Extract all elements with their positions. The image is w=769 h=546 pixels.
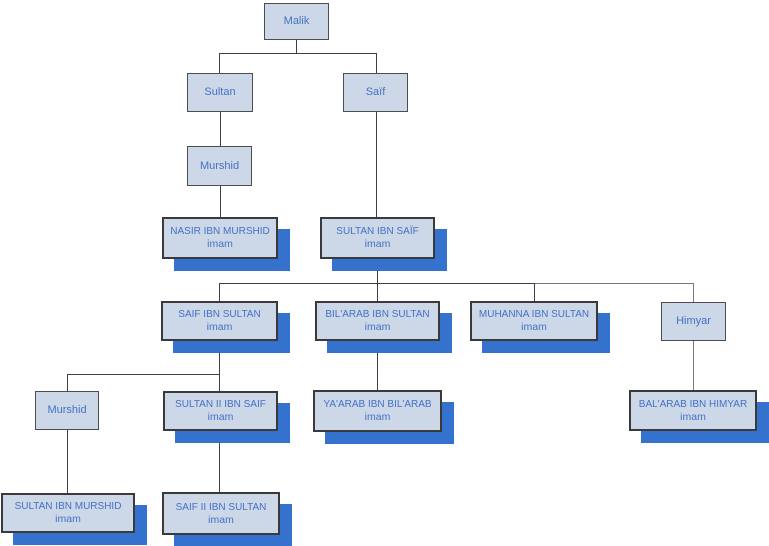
node-subtitle: imam xyxy=(207,238,233,250)
connector-malik-down xyxy=(296,40,297,53)
node-sultan[interactable]: Sultan xyxy=(187,73,253,112)
node-subtitle: imam xyxy=(206,321,233,333)
node-sultan-ibn-murshid[interactable]: SULTAN IBN MURSHID imam xyxy=(1,493,135,533)
connector-sultanibnsaif-down xyxy=(377,259,378,301)
connector-murshid2-drop xyxy=(67,374,68,391)
node-bilarab-ibn-sultan[interactable]: BIL'ARAB IBN SULTAN imam xyxy=(315,301,440,341)
node-subtitle: imam xyxy=(55,513,81,525)
node-murshid[interactable]: Murshid xyxy=(187,146,252,186)
connector-saifibnsultan-down xyxy=(219,341,220,391)
node-label: Saïf xyxy=(365,86,386,98)
connector-sultanii-down xyxy=(219,431,220,492)
node-label: Murshid xyxy=(47,404,87,416)
node-balarab-ibn-himyar[interactable]: BAL'ARAB IBN HIMYAR imam xyxy=(629,390,757,431)
node-label: SULTAN IBN MURSHID xyxy=(14,501,122,512)
node-label: YA'ARAB IBN BIL'ARAB xyxy=(323,399,432,410)
node-subtitle: imam xyxy=(364,321,391,333)
node-himyar[interactable]: Himyar xyxy=(661,302,726,341)
connector-murshid2-down xyxy=(67,430,68,493)
node-label: SULTAN IBN SAÏF xyxy=(336,226,419,237)
connector-himyar-drop xyxy=(693,283,694,302)
connector-saif-sultanibnsaif xyxy=(376,112,377,217)
connector-sultan-murshid xyxy=(220,112,221,146)
node-sultan-ii-ibn-saif[interactable]: SULTAN II IBN SAIF imam xyxy=(163,391,278,431)
node-label: Himyar xyxy=(676,315,711,327)
node-muhanna-ibn-sultan[interactable]: MUHANNA IBN SULTAN imam xyxy=(470,301,598,341)
connector-gen5-horizontal-left xyxy=(219,283,534,284)
node-subtitle: imam xyxy=(521,321,547,333)
node-yaarab-ibn-bilarab[interactable]: YA'ARAB IBN BIL'ARAB imam xyxy=(313,390,442,432)
connector-saif-drop xyxy=(376,53,377,73)
connector-gen5-horizontal-right xyxy=(534,283,694,284)
node-subtitle: imam xyxy=(364,411,391,423)
node-label: MUHANNA IBN SULTAN xyxy=(478,309,590,320)
node-label: BIL'ARAB IBN SULTAN xyxy=(325,309,430,320)
node-label: Malik xyxy=(283,15,310,27)
connector-muhanna-drop xyxy=(534,283,535,301)
connector-murshid-nasir xyxy=(220,186,221,217)
node-malik[interactable]: Malik xyxy=(264,3,329,40)
node-murshid-2[interactable]: Murshid xyxy=(35,391,99,430)
node-subtitle: imam xyxy=(364,238,391,250)
node-saif-ii-ibn-sultan[interactable]: SAIF II IBN SULTAN imam xyxy=(162,492,280,535)
node-label: SAIF IBN SULTAN xyxy=(178,309,261,320)
node-saif[interactable]: Saïf xyxy=(343,73,408,112)
node-label: NASIR IBN MURSHID xyxy=(170,226,270,237)
node-sultan-ibn-saif[interactable]: SULTAN IBN SAÏF imam xyxy=(320,217,435,259)
connector-bilarab-yaarab xyxy=(377,341,378,390)
connector-sultan-drop xyxy=(219,53,220,73)
connector-gen2-horizontal xyxy=(219,53,377,54)
node-label: BAL'ARAB IBN HIMYAR xyxy=(638,398,748,410)
node-subtitle: imam xyxy=(208,513,234,526)
node-saif-ibn-sultan[interactable]: SAIF IBN SULTAN imam xyxy=(161,301,278,341)
node-nasir-ibn-murshid[interactable]: NASIR IBN MURSHID imam xyxy=(162,217,278,259)
node-subtitle: imam xyxy=(207,411,234,423)
node-label: SAIF II IBN SULTAN xyxy=(175,501,267,513)
node-subtitle: imam xyxy=(680,410,706,423)
connector-gen6-horizontal xyxy=(67,374,220,375)
connector-saifibnsultan-drop xyxy=(219,283,220,301)
node-label: SULTAN II IBN SAIF xyxy=(175,399,266,410)
connector-himyar-balarab xyxy=(693,341,694,390)
node-label: Sultan xyxy=(204,86,236,98)
node-label: Murshid xyxy=(199,159,240,172)
